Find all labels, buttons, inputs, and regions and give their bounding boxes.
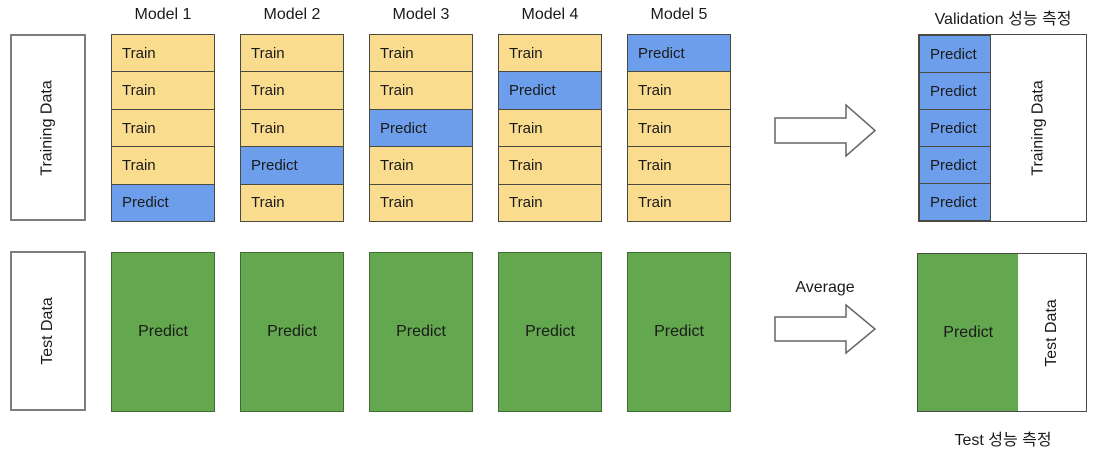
test-predict-box-4: Predict — [498, 252, 602, 412]
test-predict-box-1: Predict — [111, 252, 215, 412]
fold-cell: Predict — [369, 108, 473, 148]
validation-arrow-icon — [774, 103, 877, 163]
test-predict-box-2: Predict — [240, 252, 344, 412]
validation-cell: Predict — [919, 109, 991, 147]
test-result-side-panel: Test Data — [1018, 254, 1086, 411]
fold-cell: Train — [240, 34, 344, 73]
fold-cell: Train — [498, 183, 602, 223]
fold-cell: Train — [627, 108, 731, 148]
validation-side-label: Training Data — [1029, 80, 1047, 176]
fold-cell: Train — [111, 108, 215, 148]
validation-box: Predict Predict Predict Predict Predict … — [918, 34, 1087, 222]
fold-cell: Train — [369, 34, 473, 73]
validation-cell: Predict — [919, 72, 991, 110]
validation-cells: Predict Predict Predict Predict Predict — [919, 35, 991, 221]
test-result-box: Predict Test Data — [917, 253, 1087, 412]
fold-cell: Train — [111, 146, 215, 185]
test-result-predict: Predict — [918, 254, 1019, 411]
fold-cell: Predict — [240, 146, 344, 185]
model-4-column: Train Predict Train Train Train — [498, 34, 602, 223]
model-1-header: Model 1 — [134, 6, 192, 23]
fold-cell: Train — [498, 34, 602, 73]
average-label: Average — [795, 279, 855, 296]
test-data-label-box: Test Data — [10, 251, 86, 411]
fold-cell: Train — [498, 108, 602, 148]
fold-cell: Predict — [627, 34, 731, 73]
fold-cell: Train — [369, 71, 473, 110]
test-title: Test 성능 측정 — [954, 432, 1052, 449]
model-2-header: Model 2 — [263, 6, 321, 23]
validation-cell: Predict — [919, 146, 991, 184]
model-4-header: Model 4 — [521, 6, 579, 23]
model-3-column: Train Train Predict Train Train — [369, 34, 473, 223]
fold-cell: Train — [111, 71, 215, 110]
fold-cell: Train — [627, 183, 731, 223]
fold-cell: Train — [627, 146, 731, 185]
fold-cell: Train — [498, 146, 602, 185]
model-5-column: Predict Train Train Train Train — [627, 34, 731, 223]
fold-cell: Train — [627, 71, 731, 110]
model-2-column: Train Train Train Predict Train — [240, 34, 344, 223]
fold-cell: Train — [240, 108, 344, 148]
test-data-label: Test Data — [39, 297, 56, 365]
fold-cell: Train — [111, 34, 215, 73]
model-5-header: Model 5 — [650, 6, 708, 23]
average-arrow-icon — [774, 303, 877, 360]
model-3-header: Model 3 — [392, 6, 450, 23]
validation-cell: Predict — [919, 35, 991, 73]
validation-title: Validation 성능 측정 — [934, 11, 1072, 28]
fold-cell: Predict — [111, 183, 215, 223]
training-data-label-box: Training Data — [10, 34, 86, 221]
test-result-side-label: Test Data — [1043, 298, 1061, 367]
fold-cell: Train — [240, 183, 344, 223]
validation-cell: Predict — [919, 183, 991, 221]
fold-cell: Train — [240, 71, 344, 110]
fold-cell: Train — [369, 183, 473, 223]
model-1-column: Train Train Train Train Predict — [111, 34, 215, 223]
fold-cell: Train — [369, 146, 473, 185]
fold-cell: Predict — [498, 71, 602, 110]
validation-side-panel: Training Data — [990, 35, 1086, 221]
test-predict-box-3: Predict — [369, 252, 473, 412]
test-predict-box-5: Predict — [627, 252, 731, 412]
training-data-label: Training Data — [39, 79, 57, 176]
